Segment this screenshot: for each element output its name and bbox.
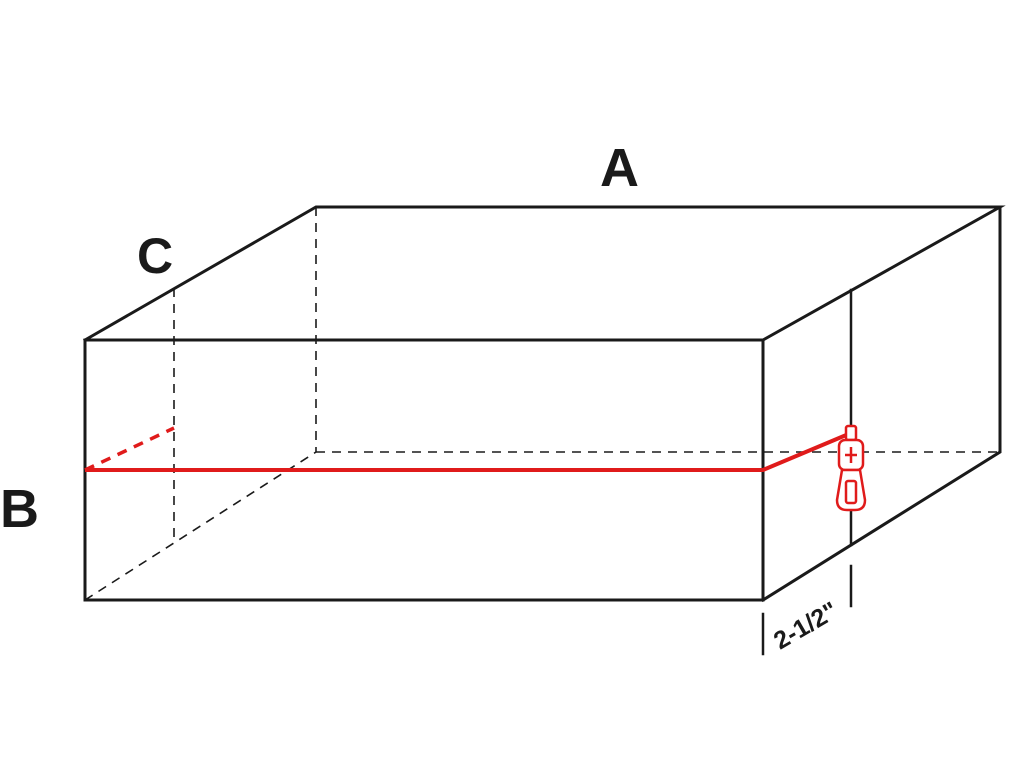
zipper-offset-label: 2-1/2" (769, 597, 843, 656)
visible-edges (82, 205, 1006, 603)
dimension-label-a: A (600, 138, 639, 198)
zipper-path (84, 426, 852, 472)
hidden-edge-bottom-left-depth (84, 451, 317, 601)
zipper-pull-icon (835, 424, 867, 512)
hidden-edges (84, 207, 1000, 601)
right-face-edges (760, 205, 1002, 603)
top-face-edges (82, 205, 1006, 343)
zipper-hidden-segment (84, 426, 175, 472)
offset-dimension: 2-1/2" (761, 564, 853, 656)
dimension-label-c: C (137, 228, 173, 284)
dimension-label-b: B (0, 479, 39, 539)
zipper-visible-line (85, 431, 852, 472)
